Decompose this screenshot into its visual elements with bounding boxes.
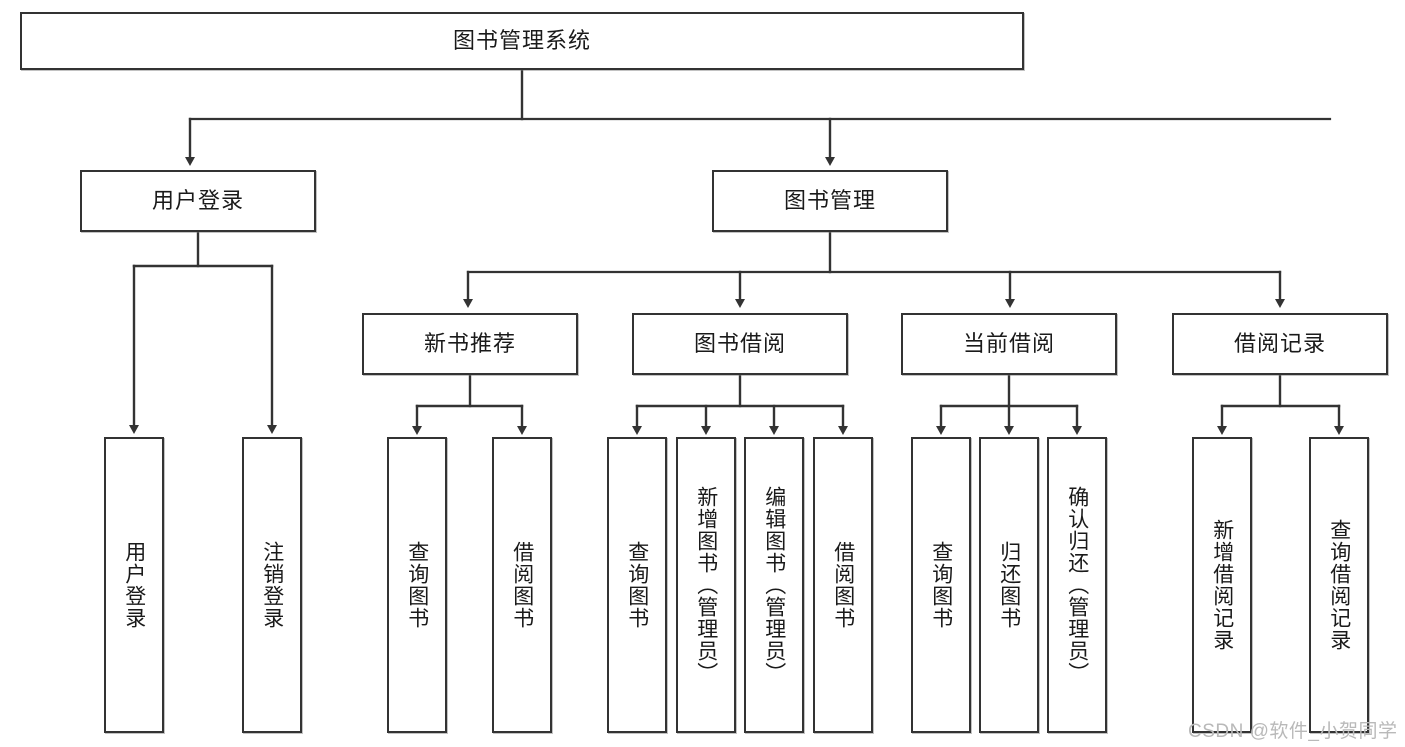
node-book-borrow[interactable]: 图书借阅: [632, 313, 848, 375]
leaf-edit-book-admin[interactable]: 编辑图书（管理员）: [744, 437, 804, 733]
node-current-borrow[interactable]: 当前借阅: [901, 313, 1117, 375]
node-label: 查询借阅记录: [1327, 519, 1351, 651]
node-label: 借阅图书: [510, 541, 534, 629]
node-label: 当前借阅: [962, 330, 1055, 356]
leaf-query-book-current[interactable]: 查询图书: [911, 437, 971, 733]
leaf-add-book-admin[interactable]: 新增图书（管理员）: [676, 437, 736, 733]
leaf-return-book[interactable]: 归还图书: [979, 437, 1039, 733]
node-label: 新增借阅记录: [1210, 519, 1234, 651]
leaf-query-book-recommend[interactable]: 查询图书: [387, 437, 447, 733]
node-user-login[interactable]: 用户登录: [80, 170, 316, 232]
leaf-logout-login[interactable]: 注销登录: [242, 437, 302, 733]
node-label: 图书借阅: [693, 330, 786, 356]
node-label: 新书推荐: [423, 330, 516, 356]
node-label: 查询图书: [625, 541, 649, 629]
node-label: 注销登录: [260, 541, 284, 629]
leaf-user-login[interactable]: 用户登录: [104, 437, 164, 733]
leaf-borrow-book-borrow[interactable]: 借阅图书: [813, 437, 873, 733]
leaf-query-book-borrow[interactable]: 查询图书: [607, 437, 667, 733]
node-label: 查询图书: [405, 541, 429, 629]
leaf-query-borrow-record[interactable]: 查询借阅记录: [1309, 437, 1369, 733]
node-book-management[interactable]: 图书管理: [712, 170, 948, 232]
node-label: 查询图书: [929, 541, 953, 629]
node-borrow-record[interactable]: 借阅记录: [1172, 313, 1388, 375]
leaf-confirm-return-admin[interactable]: 确认归还（管理员）: [1047, 437, 1107, 733]
node-label: 用户登录: [122, 541, 146, 629]
node-label: 编辑图书（管理员）: [762, 486, 786, 684]
node-label: 用户登录: [151, 187, 244, 213]
node-label: 图书管理: [783, 187, 876, 213]
leaf-add-borrow-record[interactable]: 新增借阅记录: [1192, 437, 1252, 733]
node-label: 归还图书: [997, 541, 1021, 629]
node-root-system[interactable]: 图书管理系统: [20, 12, 1024, 70]
node-label: 新增图书（管理员）: [694, 486, 718, 684]
node-label: 借阅图书: [831, 541, 855, 629]
node-label: 确认归还（管理员）: [1065, 486, 1089, 684]
node-label: 借阅记录: [1233, 330, 1326, 356]
node-label: 图书管理系统: [452, 27, 591, 53]
csdn-watermark: CSDN @软件_小贺同学: [1188, 721, 1398, 742]
node-new-book-recommend[interactable]: 新书推荐: [362, 313, 578, 375]
leaf-borrow-book-recommend[interactable]: 借阅图书: [492, 437, 552, 733]
